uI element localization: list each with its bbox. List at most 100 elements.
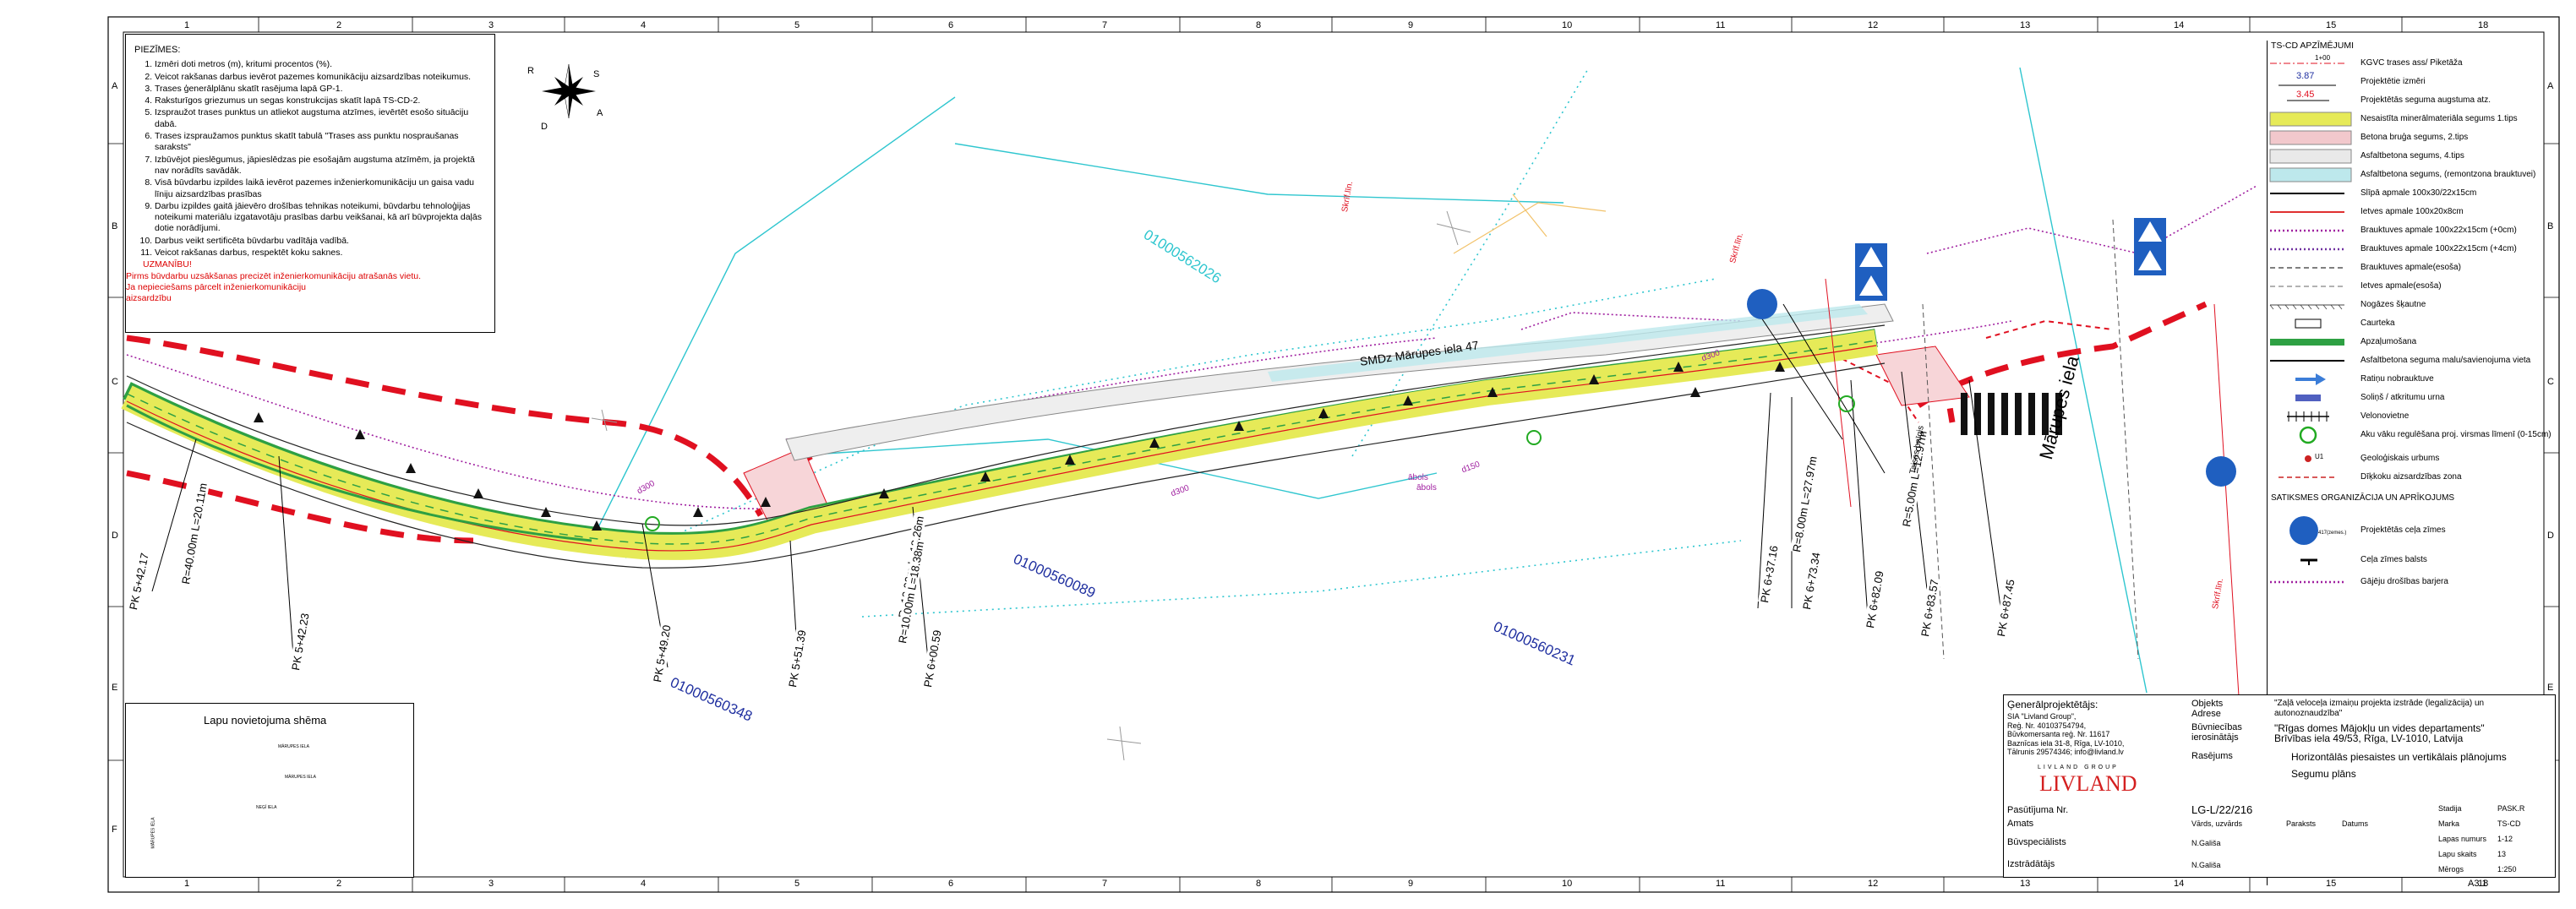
person-role: Būvspeciālists	[2007, 837, 2066, 847]
grid-column-number: 6	[948, 20, 954, 30]
notes-list: Izmēri doti metros (m), kritumi procento…	[126, 59, 494, 259]
legend-item-label: Asfaltbetona segums, (remontzona brauktu…	[2360, 170, 2536, 179]
grid-column-number: 11	[1716, 20, 1726, 30]
keymap-panel: Lapu novietojuma shēma MĀRUPES IELA MĀRU…	[125, 703, 414, 878]
mark-label: Marka	[2438, 819, 2460, 828]
note-item: Raksturīgos griezumus un segas konstrukc…	[155, 95, 489, 106]
grid-column-number: 5	[794, 20, 800, 30]
designer-line: Baznīcas iela 31-8, Rīga, LV-1010,	[2007, 738, 2125, 748]
designer-details: SIA "Livland Group",Reģ. Nr. 40103754794…	[2007, 712, 2124, 757]
grid-column-number: 1	[184, 20, 190, 30]
legend-item-label: Velonovietne	[2360, 411, 2410, 421]
legend-item-label: Nogāzes šķautne	[2360, 300, 2426, 309]
legend-item: Apzaļumošana	[2268, 333, 2555, 351]
legend-item-label: Ratiņu nobrauktuve	[2360, 374, 2434, 384]
stage-value: PASK.R	[2497, 804, 2525, 813]
legend-item-label: Caurteka	[2360, 318, 2395, 328]
legend-item-label: Betona bruģa segums, 2.tips	[2360, 133, 2469, 142]
legend-item: Ceļa zīmes balsts	[2268, 551, 2555, 569]
warning-line: Pirms būvdarbu uzsākšanas precizēt inžen…	[126, 270, 422, 281]
legend-section-title: SATIKSMES ORGANIZĀCIJA UN APRĪKOJUMS	[2271, 493, 2455, 503]
grid-column-number: 7	[1102, 20, 1108, 30]
project-no: LG-L/22/216	[2191, 803, 2253, 816]
grid-row-letter: F	[112, 825, 117, 835]
designer-heading: Ģenerālprojektētājs:	[2007, 699, 2098, 710]
legend-item-label: Brauktuves apmale 100x22x15cm (+0cm)	[2360, 226, 2517, 235]
note-item: Darbu izpildes gaitā jāievēro drošības t…	[155, 201, 489, 235]
legend-item: Ietves apmale 100x20x8cm	[2268, 203, 2555, 221]
person-role: Izstrādātājs	[2007, 859, 2055, 869]
grid-column-number: 14	[2174, 879, 2185, 889]
grid-column-number: 4	[641, 879, 647, 889]
legend-item: Dīķkoku aizsardzības zona	[2268, 468, 2555, 487]
person-name: N.Gališa	[2191, 861, 2221, 869]
grid-column-number: 18	[2478, 20, 2489, 30]
designer-line: Tālrunis 29574346; info@livland.lv	[2007, 748, 2124, 756]
legend-item-label: Ceļa zīmes balsts	[2360, 555, 2427, 564]
note-item: Trases ģenerālplānu skatīt rasējuma lapā…	[155, 84, 489, 95]
stage-label: Stadija	[2438, 804, 2462, 813]
legend-item: Caurteka	[2268, 314, 2555, 333]
sheet-count: 13	[2497, 850, 2507, 858]
legend-item: Ietves apmale(esoša)	[2268, 277, 2555, 296]
warning-line: aizsardzību	[126, 293, 172, 304]
grid-column-number: 12	[1868, 879, 1879, 889]
warning-heading: UZMANĪBU!	[143, 259, 192, 270]
legend-item-label: Aku vāku regulēšana proj. virsmas līmenī…	[2360, 430, 2551, 439]
designer-line: Reģ. Nr. 40103754794,	[2007, 721, 2087, 730]
grid-row-letter: C	[112, 377, 118, 387]
legend-panel: TS-CD APZĪMĒJUMI KGVC trases ass/ Piketā…	[2267, 41, 2555, 885]
titleblock-row-value: Brīvības iela 49/53, Rīga, LV-1010, Latv…	[2274, 732, 2464, 744]
legend-item-label: Projektētie izmēri	[2360, 77, 2426, 86]
keymap-title: Lapu novietojuma shēma	[204, 714, 327, 727]
legend-item: Brauktuves apmale(esoša)	[2268, 259, 2555, 277]
grid-column-number: 10	[1562, 879, 1573, 889]
titleblock-row-value: "Rīgas domes Mājokļu un vides departamen…	[2274, 722, 2485, 734]
legend-item-label: Slīpā apmale 100x30/22x15cm	[2360, 188, 2477, 198]
legend-item-label: Ietves apmale 100x20x8cm	[2360, 207, 2464, 216]
sheet-no-label: Lapas numurs	[2438, 835, 2487, 843]
legend-item: Projektētās seguma augstuma atz. 3.45	[2268, 90, 2555, 110]
keymap-label: NEĢĪ IELA	[256, 805, 277, 810]
grid-column-number: 13	[2020, 20, 2031, 30]
date-col: Datums	[2342, 819, 2369, 828]
legend-item-label: Projektētās seguma augstuma atz.	[2360, 95, 2491, 105]
legend-item-label: Asfaltbetona segums, 4.tips	[2360, 151, 2464, 161]
note-item: Trases izspraužamos punktus skatīt tabul…	[155, 131, 489, 154]
compass-label-r: R	[527, 66, 534, 76]
scale: 1:250	[2497, 865, 2517, 874]
legend-item: Velonovietne	[2268, 407, 2555, 426]
grid-column-number: 2	[336, 20, 342, 30]
notes-heading: PIEZĪMES:	[134, 45, 181, 55]
logo-sub: LIVLAND GROUP	[2038, 765, 2119, 770]
sheet-count-label: Lapu skaits	[2438, 850, 2477, 858]
legend-item-symbol-text: 3.45	[2296, 90, 2315, 100]
legend-item: Gājēju drošības barjera	[2268, 573, 2555, 591]
sign-col: Paraksts	[2286, 819, 2317, 828]
grid-column-number: 14	[2174, 20, 2185, 30]
warning-line: Ja nepieciešams pārcelt inženierkomunikā…	[126, 281, 307, 292]
person-name: N.Gališa	[2191, 839, 2221, 847]
note-item: Darbus veikt sertificēta būvdarbu vadītā…	[155, 236, 489, 247]
project-no-label: Pasūtījuma Nr.	[2007, 805, 2069, 815]
grid-column-number: 15	[2326, 20, 2337, 30]
position-label: Amats	[2007, 819, 2034, 829]
legend-item: Asfaltbetona segums, (remontzona brauktu…	[2268, 166, 2555, 184]
grid-column-number: 2	[336, 879, 342, 889]
notes-panel: PIEZĪMES: Izmēri doti metros (m), kritum…	[125, 34, 495, 333]
grid-row-letter: B	[112, 221, 118, 231]
grid-row-letter: B	[2547, 221, 2554, 231]
grid-row-letter: A	[2547, 81, 2554, 91]
grid-row-letter: D	[2547, 531, 2554, 541]
titleblock-row-value: autonoznaudzība"	[2274, 709, 2343, 718]
legend-item-label: Apzaļumošana	[2360, 337, 2417, 346]
grid-column-number: 7	[1102, 879, 1108, 889]
grid-column-number: 13	[2020, 879, 2031, 889]
legend-item: Asfaltbetona segums, 4.tips	[2268, 147, 2555, 166]
legend-item-label: Brauktuves apmale 100x22x15cm (+4cm)	[2360, 244, 2517, 253]
